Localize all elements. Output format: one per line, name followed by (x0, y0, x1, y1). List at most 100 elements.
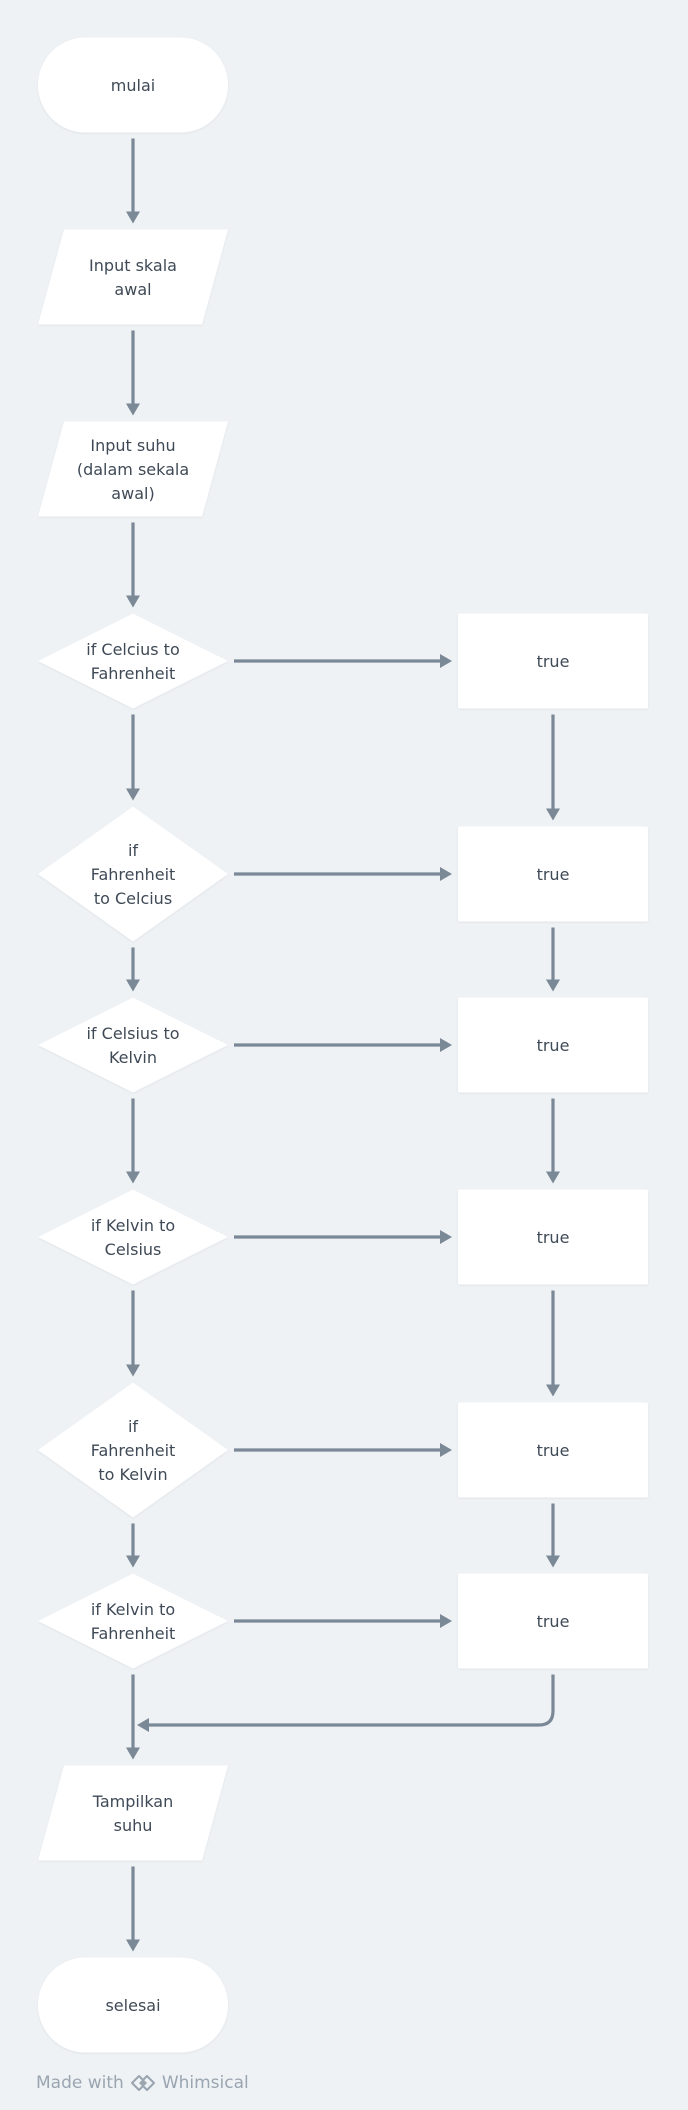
node-proc-5[interactable]: true (458, 1402, 648, 1498)
node-label-line: mulai (111, 76, 155, 95)
edge-dec-k-to-f-to-output-temp (126, 1674, 140, 1760)
whimsical-logo-icon (130, 2075, 155, 2091)
node-label-line: true (537, 1228, 570, 1247)
node-label-line: true (537, 1036, 570, 1055)
decision-shape (38, 613, 228, 709)
node-label: if Celcius to Fahrenheit (86, 640, 180, 683)
node-label-line: awal (114, 280, 151, 299)
edge-dec-c-to-k-to-proc-3 (234, 1038, 452, 1052)
edge-proc-4-to-proc-5 (546, 1290, 560, 1397)
arrowhead (126, 403, 140, 416)
edge-input-temp-to-dec-c-to-f (126, 522, 140, 608)
arrowhead (546, 1171, 560, 1184)
node-label-line: if (128, 1417, 138, 1436)
arrowhead (126, 1939, 140, 1952)
node-proc-6[interactable]: true (458, 1573, 648, 1669)
decision-shape (38, 806, 228, 942)
node-end[interactable]: selesai (38, 1957, 228, 2053)
edge-dec-f-to-k-to-dec-k-to-f (126, 1523, 140, 1568)
connector-layer (126, 138, 560, 1952)
node-label-line: selesai (105, 1996, 160, 2015)
node-label-line: if Kelvin to (91, 1600, 175, 1619)
edge-dec-f-to-c-to-dec-c-to-k (126, 947, 140, 992)
node-label-line: if Celcius to (86, 640, 180, 659)
node-label: true (537, 1036, 570, 1055)
node-label: Input skala awal (89, 256, 177, 299)
node-label-line: Input suhu (90, 436, 175, 455)
node-label: true (537, 1228, 570, 1247)
edge-dec-k-to-f-to-proc-6 (234, 1614, 452, 1628)
edge-dec-k-to-c-to-proc-4 (234, 1230, 452, 1244)
process-shape (458, 1573, 648, 1669)
process-shape (458, 997, 648, 1093)
made-with-label: Made with (36, 2073, 124, 2093)
edge-proc-1-to-proc-2 (546, 714, 560, 821)
arrowhead (126, 1747, 140, 1760)
node-label: if Kelvin to Celsius (91, 1216, 175, 1259)
node-label-line: true (537, 865, 570, 884)
edge-proc-2-to-proc-3 (546, 927, 560, 992)
node-proc-3[interactable]: true (458, 997, 648, 1093)
node-proc-1[interactable]: true (458, 613, 648, 709)
node-label: true (537, 652, 570, 671)
edge-dec-c-to-f-to-dec-f-to-c (126, 714, 140, 801)
terminator-shape (38, 37, 228, 133)
decision-shape (38, 997, 228, 1093)
edge-input-scale-to-input-temp (126, 330, 140, 416)
node-proc-4[interactable]: true (458, 1189, 648, 1285)
node-label-line: awal) (111, 484, 154, 503)
node-label-line: if (128, 841, 138, 860)
arrowhead (546, 808, 560, 821)
arrowhead (546, 979, 560, 992)
process-shape (458, 826, 648, 922)
edge-dec-f-to-c-to-proc-2 (234, 867, 452, 881)
node-label-line: true (537, 1441, 570, 1460)
edge-output-temp-to-end (126, 1866, 140, 1952)
node-label-line: Input skala (89, 256, 177, 275)
node-label-line: if Celsius to (86, 1024, 179, 1043)
node-label: mulai (111, 76, 155, 95)
node-label-line: Celsius (105, 1240, 162, 1259)
decision-shape (38, 1573, 228, 1669)
node-label-line: true (537, 1612, 570, 1631)
node-dec-k-to-c[interactable]: if Kelvin to Celsius (38, 1189, 228, 1285)
arrowhead (440, 1614, 452, 1628)
terminator-shape (38, 1957, 228, 2053)
node-label-line: Tampilkan (92, 1792, 174, 1811)
node-label-line: to Kelvin (98, 1465, 167, 1484)
decision-shape (38, 1382, 228, 1518)
edge-dec-c-to-f-to-proc-1 (234, 654, 452, 668)
node-label: true (537, 865, 570, 884)
node-label-line: if Kelvin to (91, 1216, 175, 1235)
arrowhead (440, 867, 452, 881)
arrowhead (440, 1443, 452, 1457)
arrowhead (440, 1038, 452, 1052)
node-input-scale[interactable]: Input skala awal (38, 229, 228, 325)
edge-proc-5-to-proc-6 (546, 1503, 560, 1568)
node-start[interactable]: mulai (38, 37, 228, 133)
node-proc-2[interactable]: true (458, 826, 648, 922)
edge-start-to-input-scale (126, 138, 140, 224)
node-label-line: Fahrenheit (91, 865, 176, 884)
arrowhead (126, 595, 140, 608)
arrowhead (126, 1171, 140, 1184)
node-label-line: Fahrenheit (91, 664, 176, 683)
footer[interactable]: Made with Whimsical (36, 2070, 249, 2096)
node-label-line: true (537, 652, 570, 671)
node-dec-c-to-f[interactable]: if Celcius to Fahrenheit (38, 613, 228, 709)
arrowhead (546, 1384, 560, 1397)
process-shape (458, 613, 648, 709)
node-label: selesai (105, 1996, 160, 2015)
arrowhead (440, 1230, 452, 1244)
arrowhead (546, 1555, 560, 1568)
